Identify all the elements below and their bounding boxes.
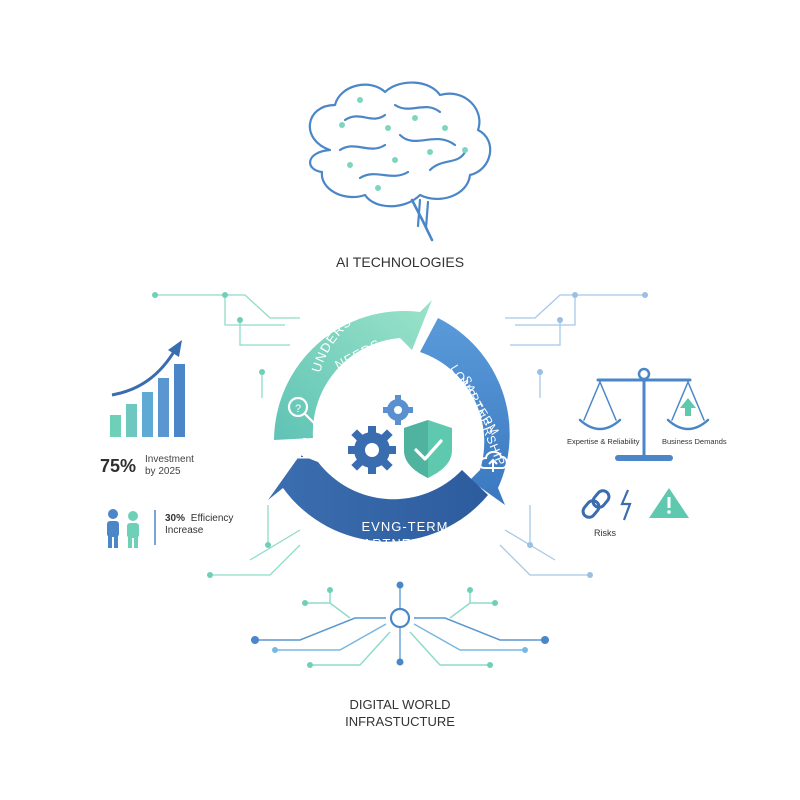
shield-check-icon [404,420,452,478]
digital-world-title-line2: INFRASTUCTURE [345,714,455,729]
network-nodes [251,581,549,668]
arrow-up-icon [680,398,696,416]
scale-pivot [637,367,651,381]
investment-growth-chart [110,340,185,437]
brain-circuit-nodes [339,97,468,191]
risks-label: Risks [594,528,616,538]
ai-technologies-title: AI TECHNOLOGIES [336,254,464,270]
segment-long-term-right [420,318,510,505]
magnifier-question-icon: ? [287,396,315,424]
segment-bottom-line1: EVNG-TERM [362,519,449,534]
gears-icon [348,395,413,474]
broken-link-icon [581,489,611,519]
warning-icon [649,488,689,518]
lightning-icon [620,489,632,521]
people-icon [107,509,139,548]
investment-value: 75% [100,456,136,476]
segment-understand-needs [274,300,432,440]
investment-label-line1: Investment [145,454,194,465]
right-circuit-traces [499,294,645,576]
scale-right-label: Business Demands [662,437,727,446]
balance-scale-icon [578,372,710,461]
segment-bottom-line2: PARTNERSHIP [354,536,456,551]
right-circuit-nodes [527,292,648,578]
brain-icon [308,81,492,242]
efficiency-word: Efficiency [191,513,234,524]
left-circuit-nodes [152,292,271,578]
left-circuit-traces [155,294,301,576]
efficiency-label-line1: 30% Efficiency [165,513,233,524]
network-connections [255,585,545,666]
cycle-diagram: UNDERSTAND NEEDS LONG-TERM SARTNERSHIP E… [268,294,510,551]
efficiency-value: 30% [165,513,185,524]
digital-world-title-line1: DIGITAL WORLD [349,697,450,712]
scale-left-label: Expertise & Reliability [567,437,640,446]
bar-chart-small-icon [285,438,309,459]
segment-partnership-bottom [268,455,488,542]
investment-label-line2: by 2025 [145,466,181,477]
efficiency-label-line2: Increase [165,525,204,536]
svg-text:?: ? [295,403,301,415]
cloud-upload-icon [478,450,508,472]
